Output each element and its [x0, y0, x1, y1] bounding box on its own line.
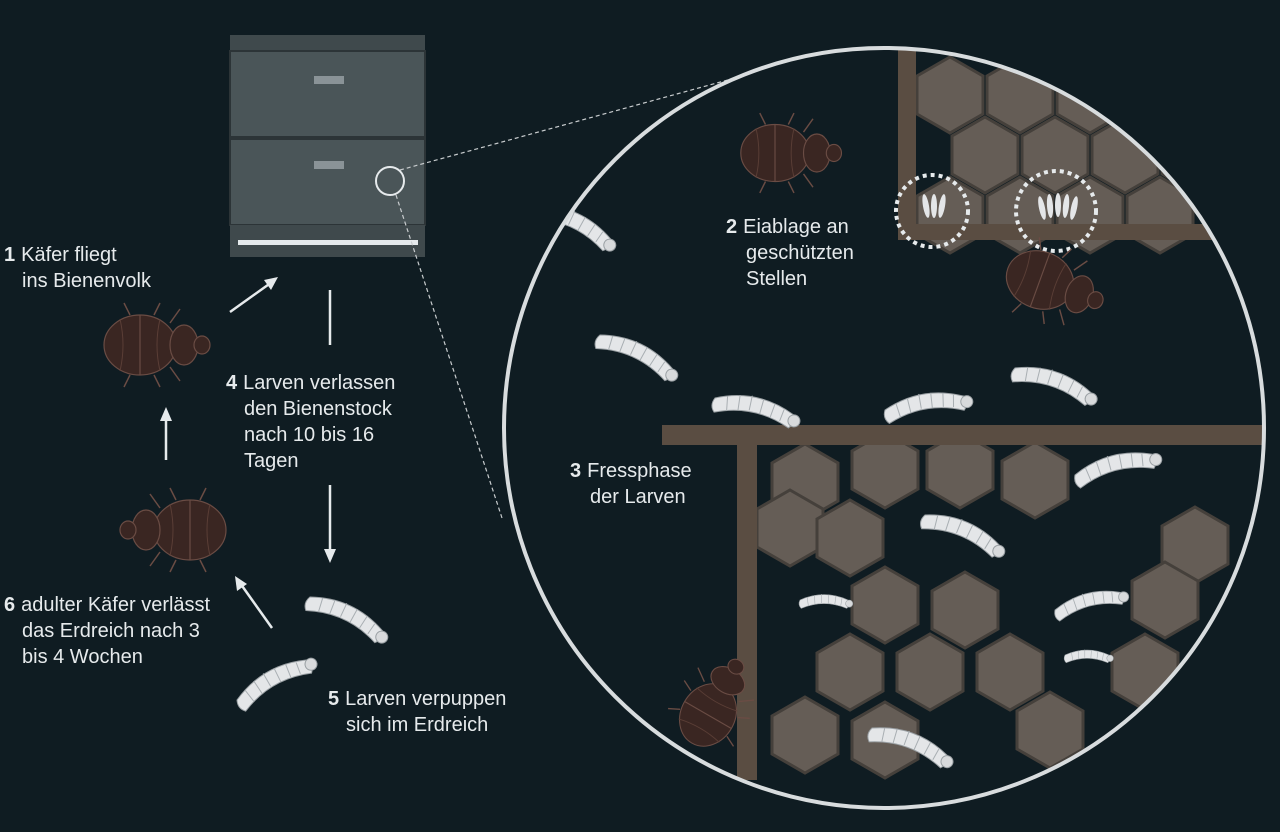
egg-highlight-1: [894, 173, 970, 249]
upper-frame-horizontal: [898, 224, 1218, 240]
step-text: nach 10 bis 16: [244, 424, 375, 446]
lower-frame-horizontal: [662, 425, 1264, 445]
step-text: ins Bienenvolk: [22, 270, 151, 292]
step-number: 6: [4, 594, 16, 616]
step-text: Eiablage an: [743, 216, 849, 238]
arrow-to-hive: [229, 280, 273, 314]
lower-frame-vertical: [737, 425, 757, 780]
step-text: Stellen: [746, 268, 808, 290]
step-text: Tagen: [244, 450, 299, 472]
step-text: bis 4 Wochen: [22, 646, 143, 668]
larva-step-5-b: [230, 646, 321, 714]
hive-handle-upper: [314, 76, 344, 84]
hive-entrance-slot: [238, 240, 418, 245]
hive-box-lower: [229, 138, 426, 226]
hive-zoom-marker: [375, 166, 405, 196]
zoom-line-top: [399, 77, 736, 171]
beetle-step-6: [119, 487, 227, 573]
step-text: geschützten: [746, 242, 854, 264]
hive-roof: [230, 35, 425, 51]
step-text: das Erdreich nach 3: [22, 620, 200, 642]
step-text: Käfer fliegt: [21, 244, 117, 266]
step-number: 5: [328, 688, 340, 710]
step-text: Larven verpuppen: [345, 688, 507, 710]
arrow-up-6: [238, 582, 274, 629]
step-number: 1: [4, 244, 16, 266]
zoom-circle-ring: [502, 46, 1266, 810]
hive-box-upper: [229, 50, 426, 138]
step-text: den Bienenstock: [244, 398, 392, 420]
step-text: adulter Käfer verlässt: [21, 594, 211, 616]
step-number: 2: [726, 216, 738, 238]
cycle-arrows: [160, 277, 336, 629]
upper-comb: [915, 55, 1230, 255]
step-text: Larven verlassen: [243, 372, 396, 394]
egg-cluster-1: [922, 194, 946, 218]
step-text: sich im Erdreich: [346, 714, 489, 736]
step-number: 4: [226, 372, 238, 394]
step-text: der Larven: [590, 486, 686, 508]
beetle-step-1: [103, 302, 211, 388]
beehive: [229, 35, 426, 257]
zoom-line-bottom: [395, 194, 503, 519]
egg-highlight-2: [1014, 169, 1098, 253]
upper-frame-vertical: [898, 50, 916, 240]
step-number: 3: [570, 460, 582, 482]
hive-handle-lower: [314, 161, 344, 169]
egg-cluster-2: [1038, 193, 1078, 220]
larva-step-5-a: [302, 586, 395, 648]
step-text: Fressphase: [587, 460, 692, 482]
zoom-detail-circle: [502, 46, 1266, 810]
